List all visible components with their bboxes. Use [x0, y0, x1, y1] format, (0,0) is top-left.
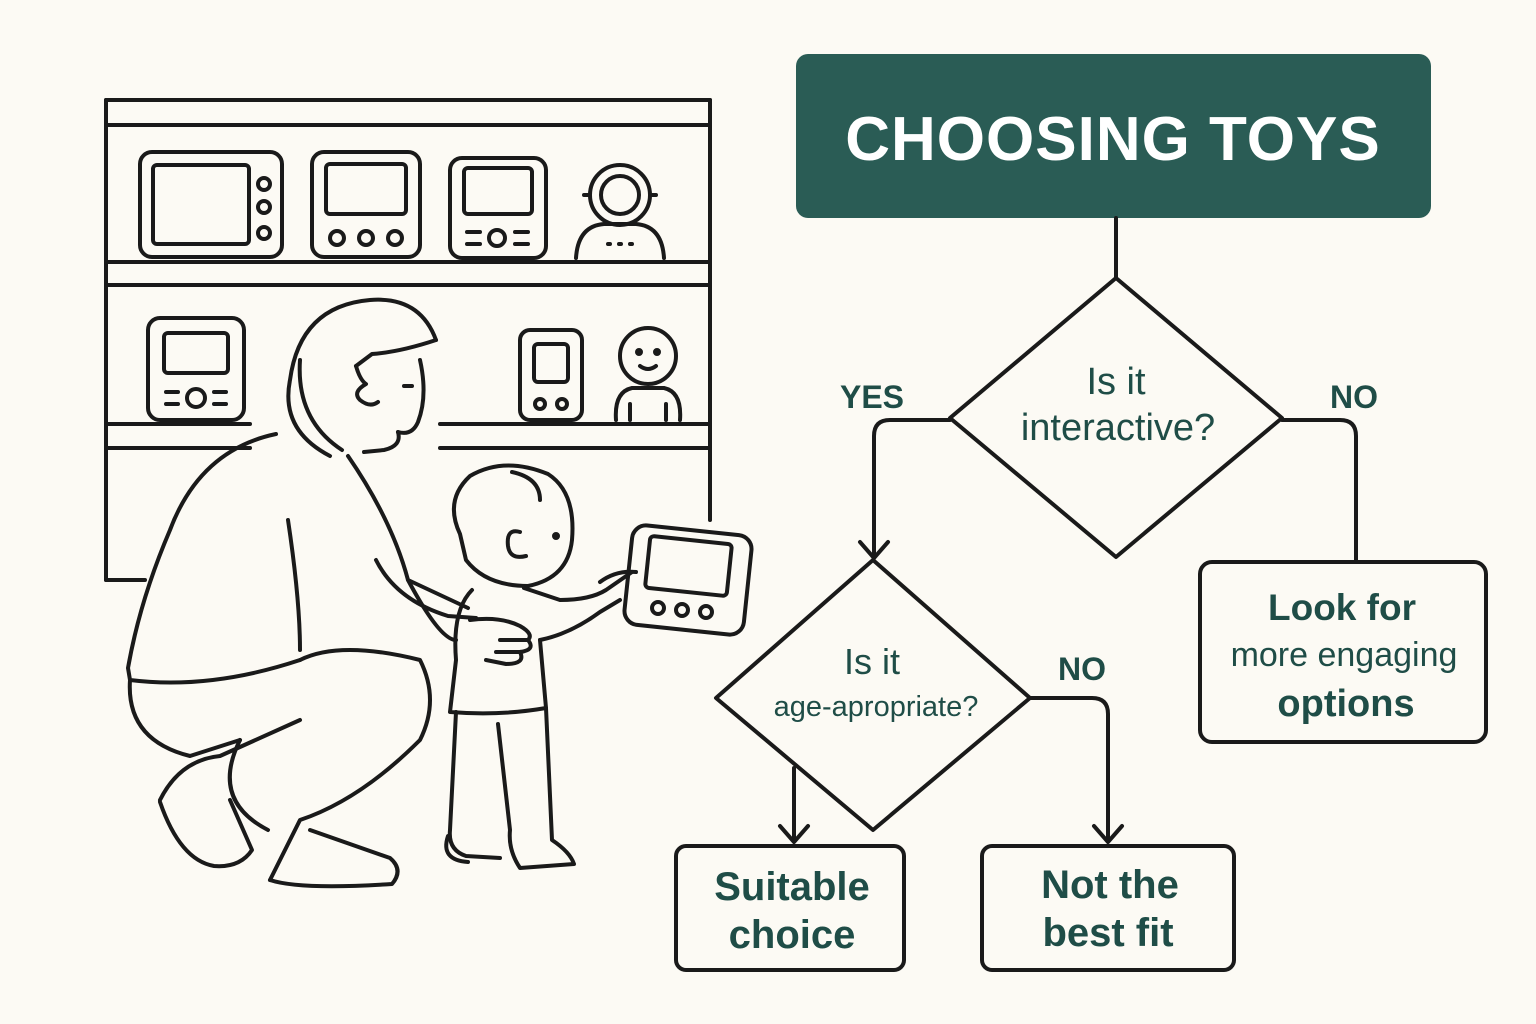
label-yes: YES	[840, 379, 904, 415]
connector-q1-yes-arrow	[858, 540, 890, 560]
result-suitable-line1: Suitable	[714, 865, 870, 909]
result-look-line1: Look for	[1268, 587, 1416, 628]
label-no-2: NO	[1058, 651, 1106, 687]
result-not-best-fit	[980, 844, 1236, 972]
connector-q2-yes-arrow	[778, 824, 810, 844]
toy-doll	[613, 326, 683, 422]
flowchart: CHOOSING TOYS Is it interactive? YES NO …	[674, 54, 1488, 972]
toy-robot	[574, 163, 666, 260]
connector-q1-yes	[872, 418, 952, 558]
toy-shelf	[104, 98, 712, 582]
toy-console-1	[310, 150, 422, 259]
mother-figure	[126, 297, 533, 889]
result-look-for-more	[1198, 560, 1488, 744]
result-look-line2: more engaging	[1231, 636, 1458, 674]
result-not-fit-line2: best fit	[1042, 911, 1173, 955]
connector-q2-no	[1028, 696, 1110, 842]
decision-interactive-line2: interactive?	[1021, 407, 1215, 449]
result-look-line3: options	[1277, 683, 1414, 725]
connector-q2-no-arrow	[1092, 824, 1124, 844]
label-no-1: NO	[1330, 379, 1378, 415]
decision-age-appropriate	[714, 558, 1032, 832]
result-suitable-line2: choice	[729, 913, 856, 957]
illustration	[104, 98, 754, 889]
child-figure	[444, 463, 634, 870]
result-suitable-choice	[674, 844, 906, 972]
decision-age-line1: Is it	[844, 641, 900, 682]
result-not-fit-line1: Not the	[1041, 863, 1179, 907]
title-text: CHOOSING TOYS	[845, 105, 1381, 174]
decision-age-line2: age-apropriate?	[774, 691, 979, 723]
decision-interactive	[948, 276, 1284, 559]
connector-q1-no	[1280, 418, 1358, 562]
toy-handheld	[518, 328, 584, 422]
decision-interactive-line1: Is it	[1086, 361, 1146, 403]
toy-tablet-held	[598, 523, 754, 637]
toy-console-2	[448, 156, 548, 260]
toy-console-3	[146, 316, 246, 422]
toy-tablet-1	[138, 150, 284, 259]
title-box	[796, 54, 1431, 218]
